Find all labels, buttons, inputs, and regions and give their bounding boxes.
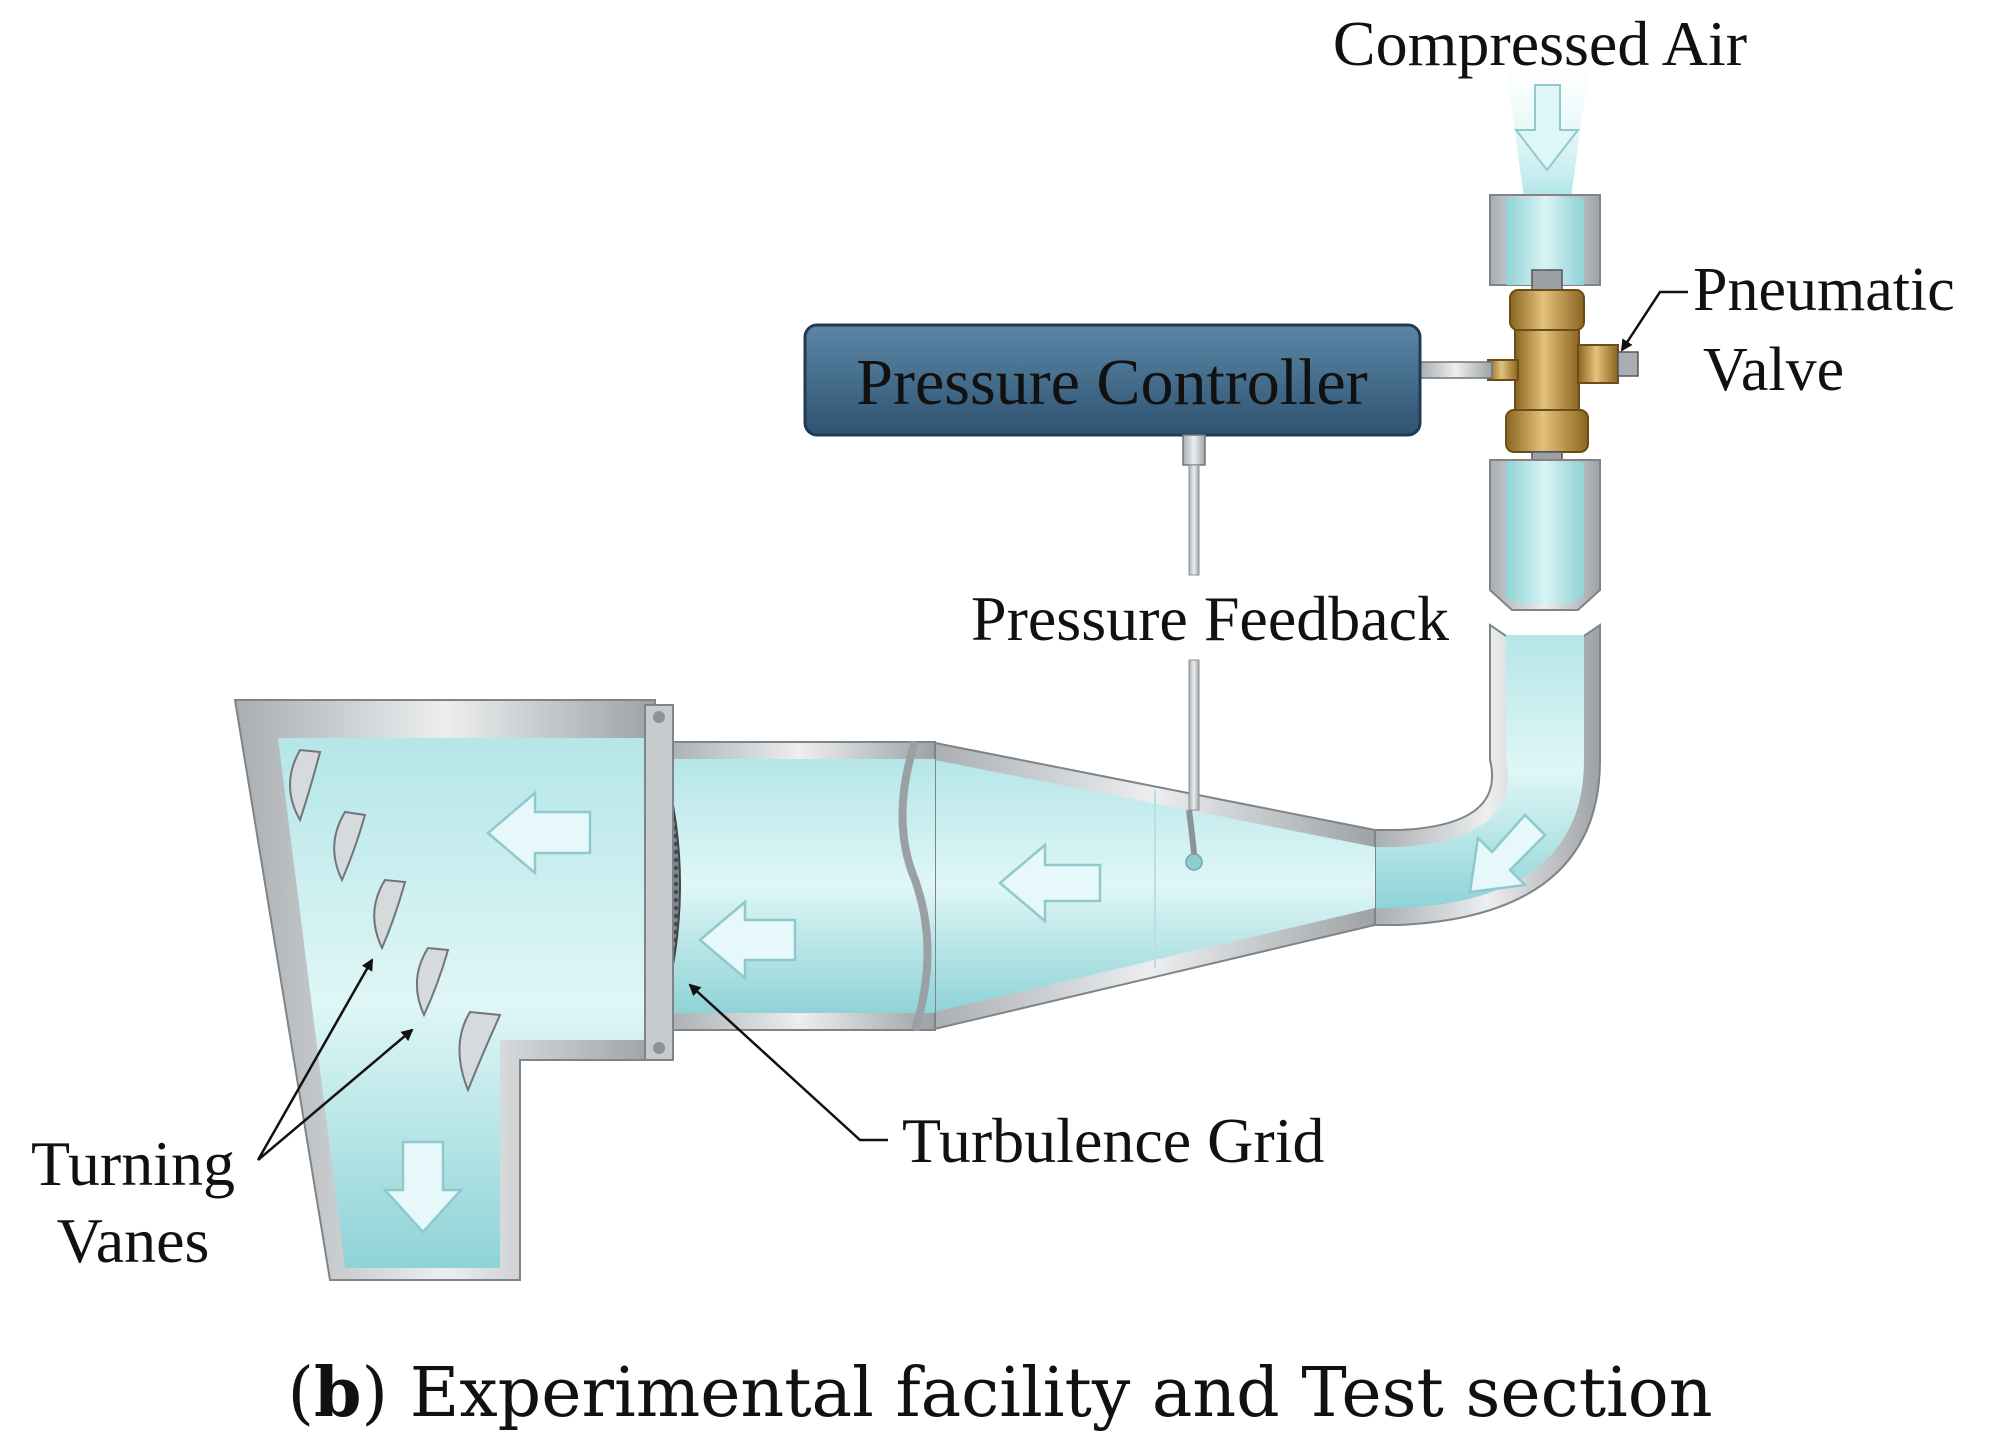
figure-caption: (b) Experimental facility and Test secti…: [287, 1353, 1712, 1433]
pressure-controller: Pressure Controller: [803, 323, 1422, 437]
compressed-air-label: Compressed Air: [1333, 8, 1747, 79]
pressure-controller-label: Pressure Controller: [856, 346, 1367, 419]
caption-close-paren: ): [362, 1354, 389, 1433]
feedback-line-upper: [1182, 434, 1206, 576]
inlet-pipe-lower: [1489, 459, 1601, 611]
flow-arrows: [382, 790, 1547, 1234]
turning-vanes: [289, 748, 502, 1093]
air-inlet-arrow: [1513, 84, 1581, 172]
pressure-feedback-label: Pressure Feedback: [971, 583, 1449, 654]
flow-arrow-elbow: [1468, 813, 1547, 894]
turning-vanes-leader-1: [256, 958, 374, 1161]
contraction-section: [929, 740, 1376, 1032]
feedback-probe: [1185, 659, 1203, 871]
flow-arrow-contraction: [998, 842, 1102, 924]
caption-open-paren: (: [287, 1354, 314, 1433]
pneumatic-valve: [1487, 269, 1639, 475]
pneumatic-leader: [1620, 290, 1688, 352]
vanes-label: Vanes: [57, 1205, 210, 1276]
flow-arrow-grid: [698, 899, 797, 981]
turbulence-grid-leader: [688, 983, 888, 1142]
test-section-duct: [664, 740, 936, 1032]
turbulence-grid-label: Turbulence Grid: [902, 1105, 1324, 1176]
flow-arrow-chamber: [486, 790, 592, 876]
caption-panel-letter: b: [314, 1353, 362, 1433]
turning-vanes-leader-2: [257, 1028, 414, 1161]
caption-text: Experimental facility and Test section: [388, 1354, 1712, 1433]
valve-label: Valve: [1703, 336, 1844, 404]
turning-label: Turning: [31, 1128, 235, 1199]
leader-lines: [256, 290, 1688, 1161]
pneumatic-label: Pneumatic: [1693, 256, 1955, 324]
flow-arrow-outlet: [382, 1140, 464, 1234]
controller-valve-connector: [1419, 361, 1493, 379]
